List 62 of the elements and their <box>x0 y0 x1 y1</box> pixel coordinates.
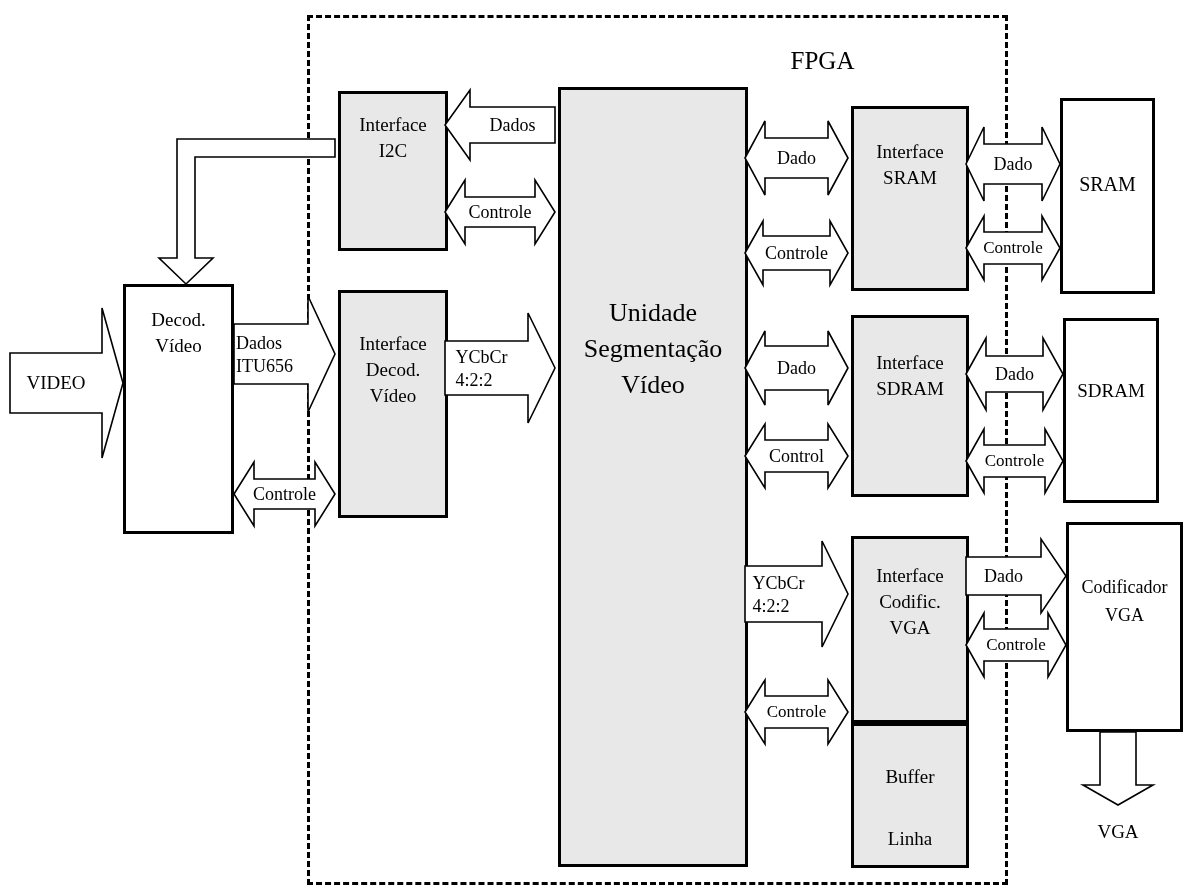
edge-label: Controle <box>766 701 827 723</box>
block-arrow <box>1080 731 1156 806</box>
block-arrow <box>233 459 336 529</box>
block-box <box>1066 522 1183 732</box>
block-arrow <box>444 87 556 163</box>
block-arrow <box>444 177 556 247</box>
node-label: FPGA <box>789 46 856 76</box>
block-box <box>851 106 969 291</box>
edge-label: YCbCr 4:2:2 <box>455 345 509 391</box>
block-arrow <box>9 307 124 459</box>
block-box <box>558 87 748 867</box>
block-box <box>851 536 969 723</box>
node-label: SDRAM <box>1076 379 1146 403</box>
edge-label: Dado <box>777 146 816 170</box>
edge-label: Dado <box>984 564 1023 588</box>
edge-label: Controle <box>986 634 1046 656</box>
block-box <box>123 284 234 534</box>
block-arrow <box>157 138 336 286</box>
node-label: Interface Decod. Vídeo <box>358 332 428 408</box>
block-arrow <box>744 330 849 406</box>
node-label: Interface Codific. VGA <box>875 564 945 640</box>
node-label: Unidade Segmentação Vídeo <box>582 297 724 401</box>
block-arrow <box>744 217 849 289</box>
block-arrow <box>744 421 849 491</box>
edge-label: Control <box>769 444 824 468</box>
block-arrow <box>965 425 1064 497</box>
edge-label: VGA <box>1097 820 1139 844</box>
node-label: Interface SRAM <box>875 140 945 190</box>
edge-label: Dado <box>995 362 1034 386</box>
block-box <box>338 91 448 251</box>
block-arrow <box>744 540 849 648</box>
block-box <box>851 315 969 497</box>
block-box <box>1063 318 1159 503</box>
block-arrow <box>444 312 556 424</box>
block-arrow <box>965 536 1067 616</box>
block-box <box>851 723 969 868</box>
node-label: Interface I2C <box>358 113 428 163</box>
node-label: Codificador VGA <box>1080 576 1169 627</box>
node-label: Buffer Linha <box>884 765 936 851</box>
block-arrow <box>965 126 1061 202</box>
edge-label: YCbCr 4:2:2 <box>752 571 806 617</box>
edge-label: Controle <box>253 482 316 506</box>
node-label: Decod. Vídeo <box>150 308 207 358</box>
edge-label: VIDEO <box>26 371 86 395</box>
edge-label: Dados ITU656 <box>236 331 294 377</box>
edge-label: Controle <box>765 241 828 265</box>
edge-label: Dados <box>489 113 536 137</box>
node-label: SRAM <box>1078 172 1137 197</box>
edge-label: Controle <box>983 237 1043 259</box>
block-arrow <box>744 677 849 747</box>
block-arrow <box>965 609 1067 681</box>
block-arrow <box>233 295 336 413</box>
node-label: Interface SDRAM <box>875 351 945 401</box>
edge-label: Dado <box>993 152 1033 176</box>
edge-label: Dado <box>777 356 816 380</box>
block-box <box>1060 98 1155 294</box>
block-arrow <box>744 120 849 196</box>
block-box <box>338 290 448 518</box>
block-arrow <box>965 334 1064 414</box>
block-arrow <box>965 212 1061 284</box>
edge-label: Controle <box>468 200 532 224</box>
edge-label: Controle <box>984 450 1045 472</box>
